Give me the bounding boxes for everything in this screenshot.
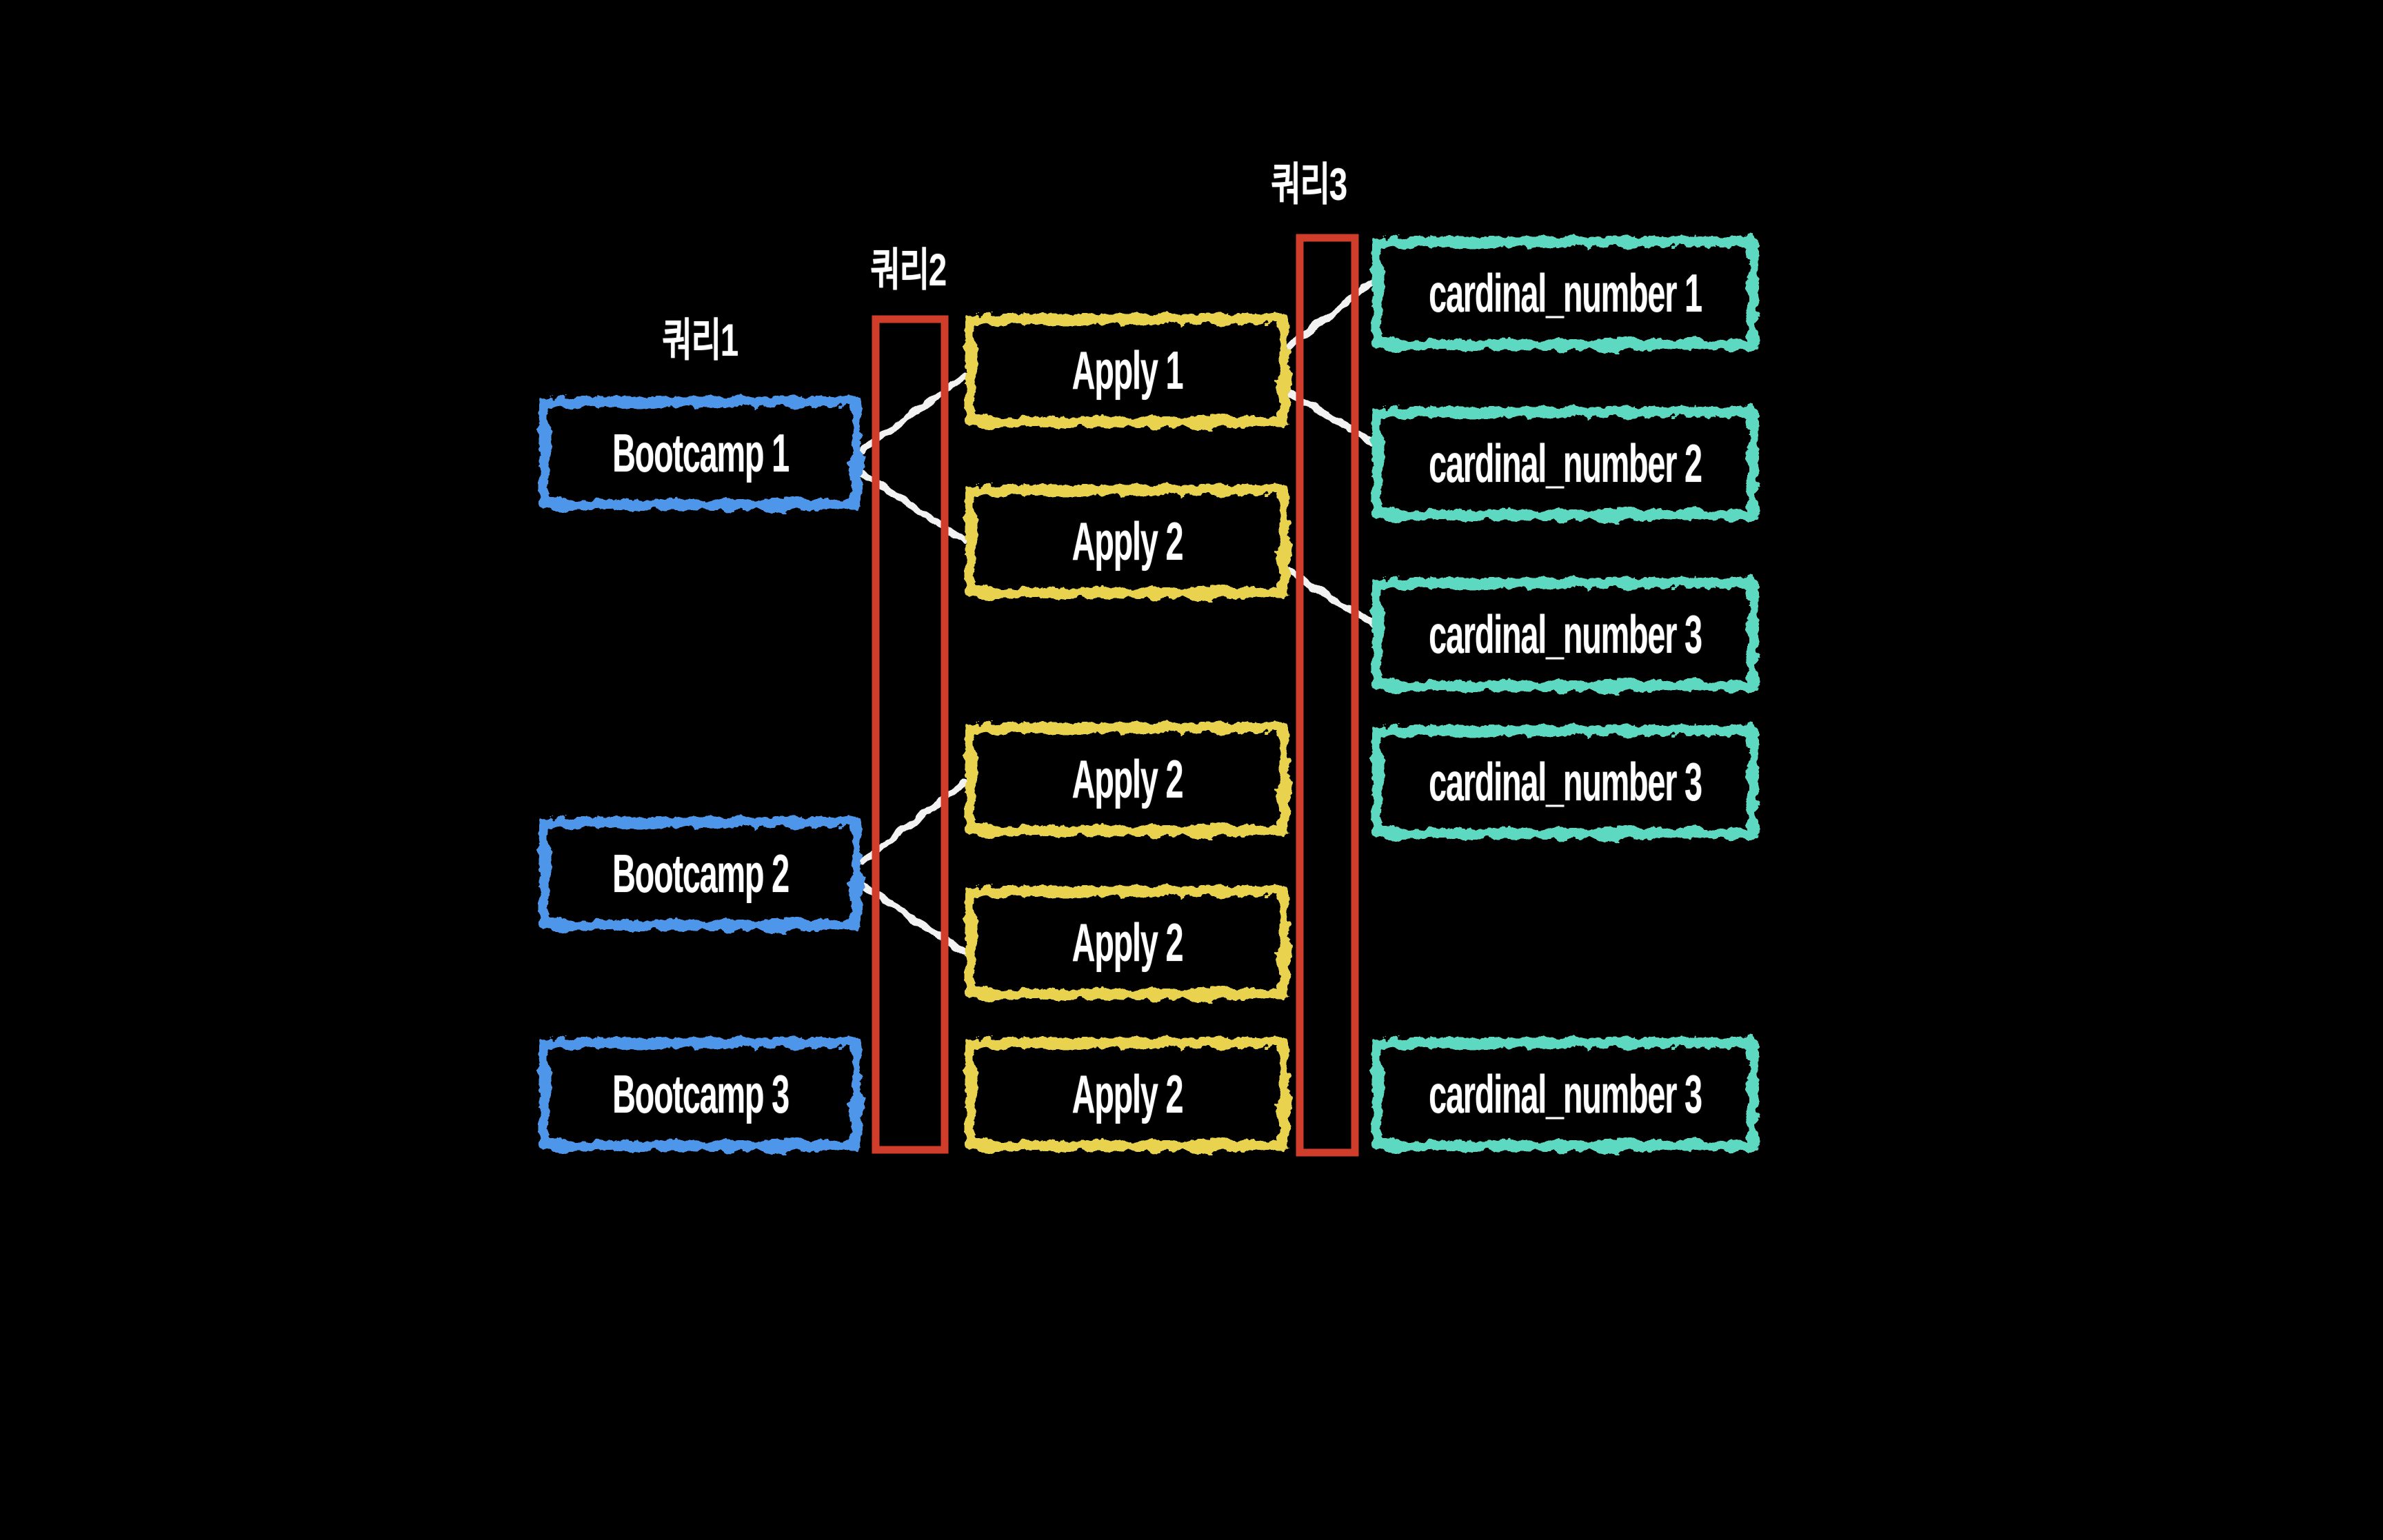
query-label-query2: 쿼리2 xyxy=(870,244,947,295)
query3-region xyxy=(1296,234,1359,1157)
node-cardinal-3b: cardinal_number 3 xyxy=(1372,725,1758,839)
apply-box-frame xyxy=(965,722,1289,836)
node-label: Apply 2 xyxy=(1072,511,1184,571)
apply-box-frame xyxy=(965,1037,1289,1151)
node-label: cardinal_number 2 xyxy=(1429,433,1702,494)
node-label: Apply 2 xyxy=(1072,912,1184,973)
node-apply-1: Apply 1 xyxy=(965,314,1289,427)
node-label: Apply 2 xyxy=(1072,749,1184,809)
node-apply-2a: Apply 2 xyxy=(965,485,1289,598)
cardinal-box-frame xyxy=(1372,236,1758,350)
query-label-query3: 쿼리3 xyxy=(1271,159,1347,210)
node-cardinal-2: cardinal_number 2 xyxy=(1372,407,1758,520)
node-label: cardinal_number 3 xyxy=(1429,604,1702,665)
node-apply-2c: Apply 2 xyxy=(965,886,1289,1000)
node-label: cardinal_number 3 xyxy=(1429,751,1702,812)
bootcamp-box-frame xyxy=(539,1037,862,1151)
apply-box-frame xyxy=(965,314,1289,427)
node-apply-2d: Apply 2 xyxy=(965,1037,1289,1151)
node-label: Apply 2 xyxy=(1072,1064,1184,1124)
cardinal-box-frame xyxy=(1372,578,1758,691)
query-regions xyxy=(872,234,1359,1157)
node-label: cardinal_number 1 xyxy=(1429,263,1702,323)
node-bootcamp-1: Bootcamp 1 xyxy=(539,396,862,510)
node-label: Bootcamp 2 xyxy=(612,843,790,904)
bootcamp-box-frame xyxy=(539,396,862,510)
node-cardinal-1: cardinal_number 1 xyxy=(1372,236,1758,350)
node-bootcamp-2: Bootcamp 2 xyxy=(539,817,862,931)
cardinal-box-frame xyxy=(1372,725,1758,839)
node-cardinal-3c: cardinal_number 3 xyxy=(1372,1037,1758,1151)
node-label: Apply 1 xyxy=(1072,340,1184,401)
bootcamp-box-frame xyxy=(539,817,862,931)
node-apply-2b: Apply 2 xyxy=(965,722,1289,836)
cardinal-box-frame xyxy=(1372,407,1758,520)
node-label: Bootcamp 1 xyxy=(612,423,790,483)
node-cardinal-3a: cardinal_number 3 xyxy=(1372,578,1758,691)
cardinal-box-frame xyxy=(1372,1037,1758,1151)
query-label-query1: 쿼리1 xyxy=(662,314,738,365)
node-label: Bootcamp 3 xyxy=(612,1064,790,1124)
node-label: cardinal_number 3 xyxy=(1429,1064,1702,1124)
query2-region xyxy=(872,315,949,1154)
apply-box-frame xyxy=(965,886,1289,1000)
apply-box-frame xyxy=(965,485,1289,598)
node-bootcamp-3: Bootcamp 3 xyxy=(539,1037,862,1151)
